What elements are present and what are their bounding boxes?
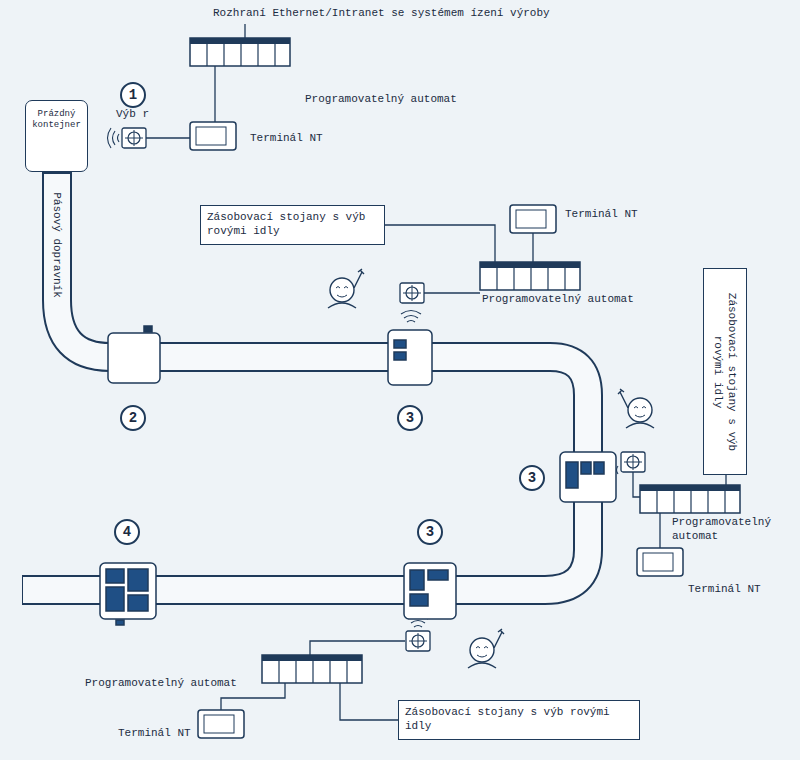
interface-label: Rozhraní Ethernet/Intranet se systémem í… (213, 6, 550, 20)
node-text: Zásobovací stojany s výb rovými idly (399, 701, 639, 737)
plc-label: Programovatelný automat (482, 292, 634, 306)
callout-number: 3 (519, 465, 545, 491)
terminal-label: Terminál NT (565, 207, 638, 221)
callout-number: 3 (397, 405, 423, 431)
callout-number: 3 (417, 519, 443, 545)
callout-number: 1 (120, 82, 146, 108)
terminal-label: Terminál NT (118, 726, 191, 740)
reader-label: Výb r (116, 107, 149, 121)
wires (146, 24, 726, 720)
supply-rack-box: Zásobovací stojany s výb rovými idly (200, 205, 385, 245)
callout-number: 4 (114, 519, 140, 545)
plc-label: Programovatelný automat (85, 676, 237, 690)
node-text: Prázdný kontejner (26, 101, 87, 139)
callout-number: 2 (120, 405, 146, 431)
supply-rack-box: Zásobovací stojany s výb rovými idly (703, 268, 747, 475)
plc-label: Programovatelný automat (672, 515, 784, 543)
plc-label: Programovatelný automat (305, 92, 457, 106)
terminal-label: Terminál NT (688, 582, 761, 596)
terminal-label: Terminál NT (250, 131, 323, 145)
container-box: Prázdný kontejner (25, 100, 88, 172)
node-text: Zásobovací stojany s výb rovými idly (201, 206, 384, 242)
conveyor-label: Pásový dopravník (50, 190, 64, 300)
station-boxes (100, 326, 616, 625)
supply-rack-box: Zásobovací stojany s výb rovými idly (398, 700, 640, 740)
node-text: Zásobovací stojany s výb rovými idly (711, 276, 739, 467)
conveyor-belt (22, 172, 588, 590)
